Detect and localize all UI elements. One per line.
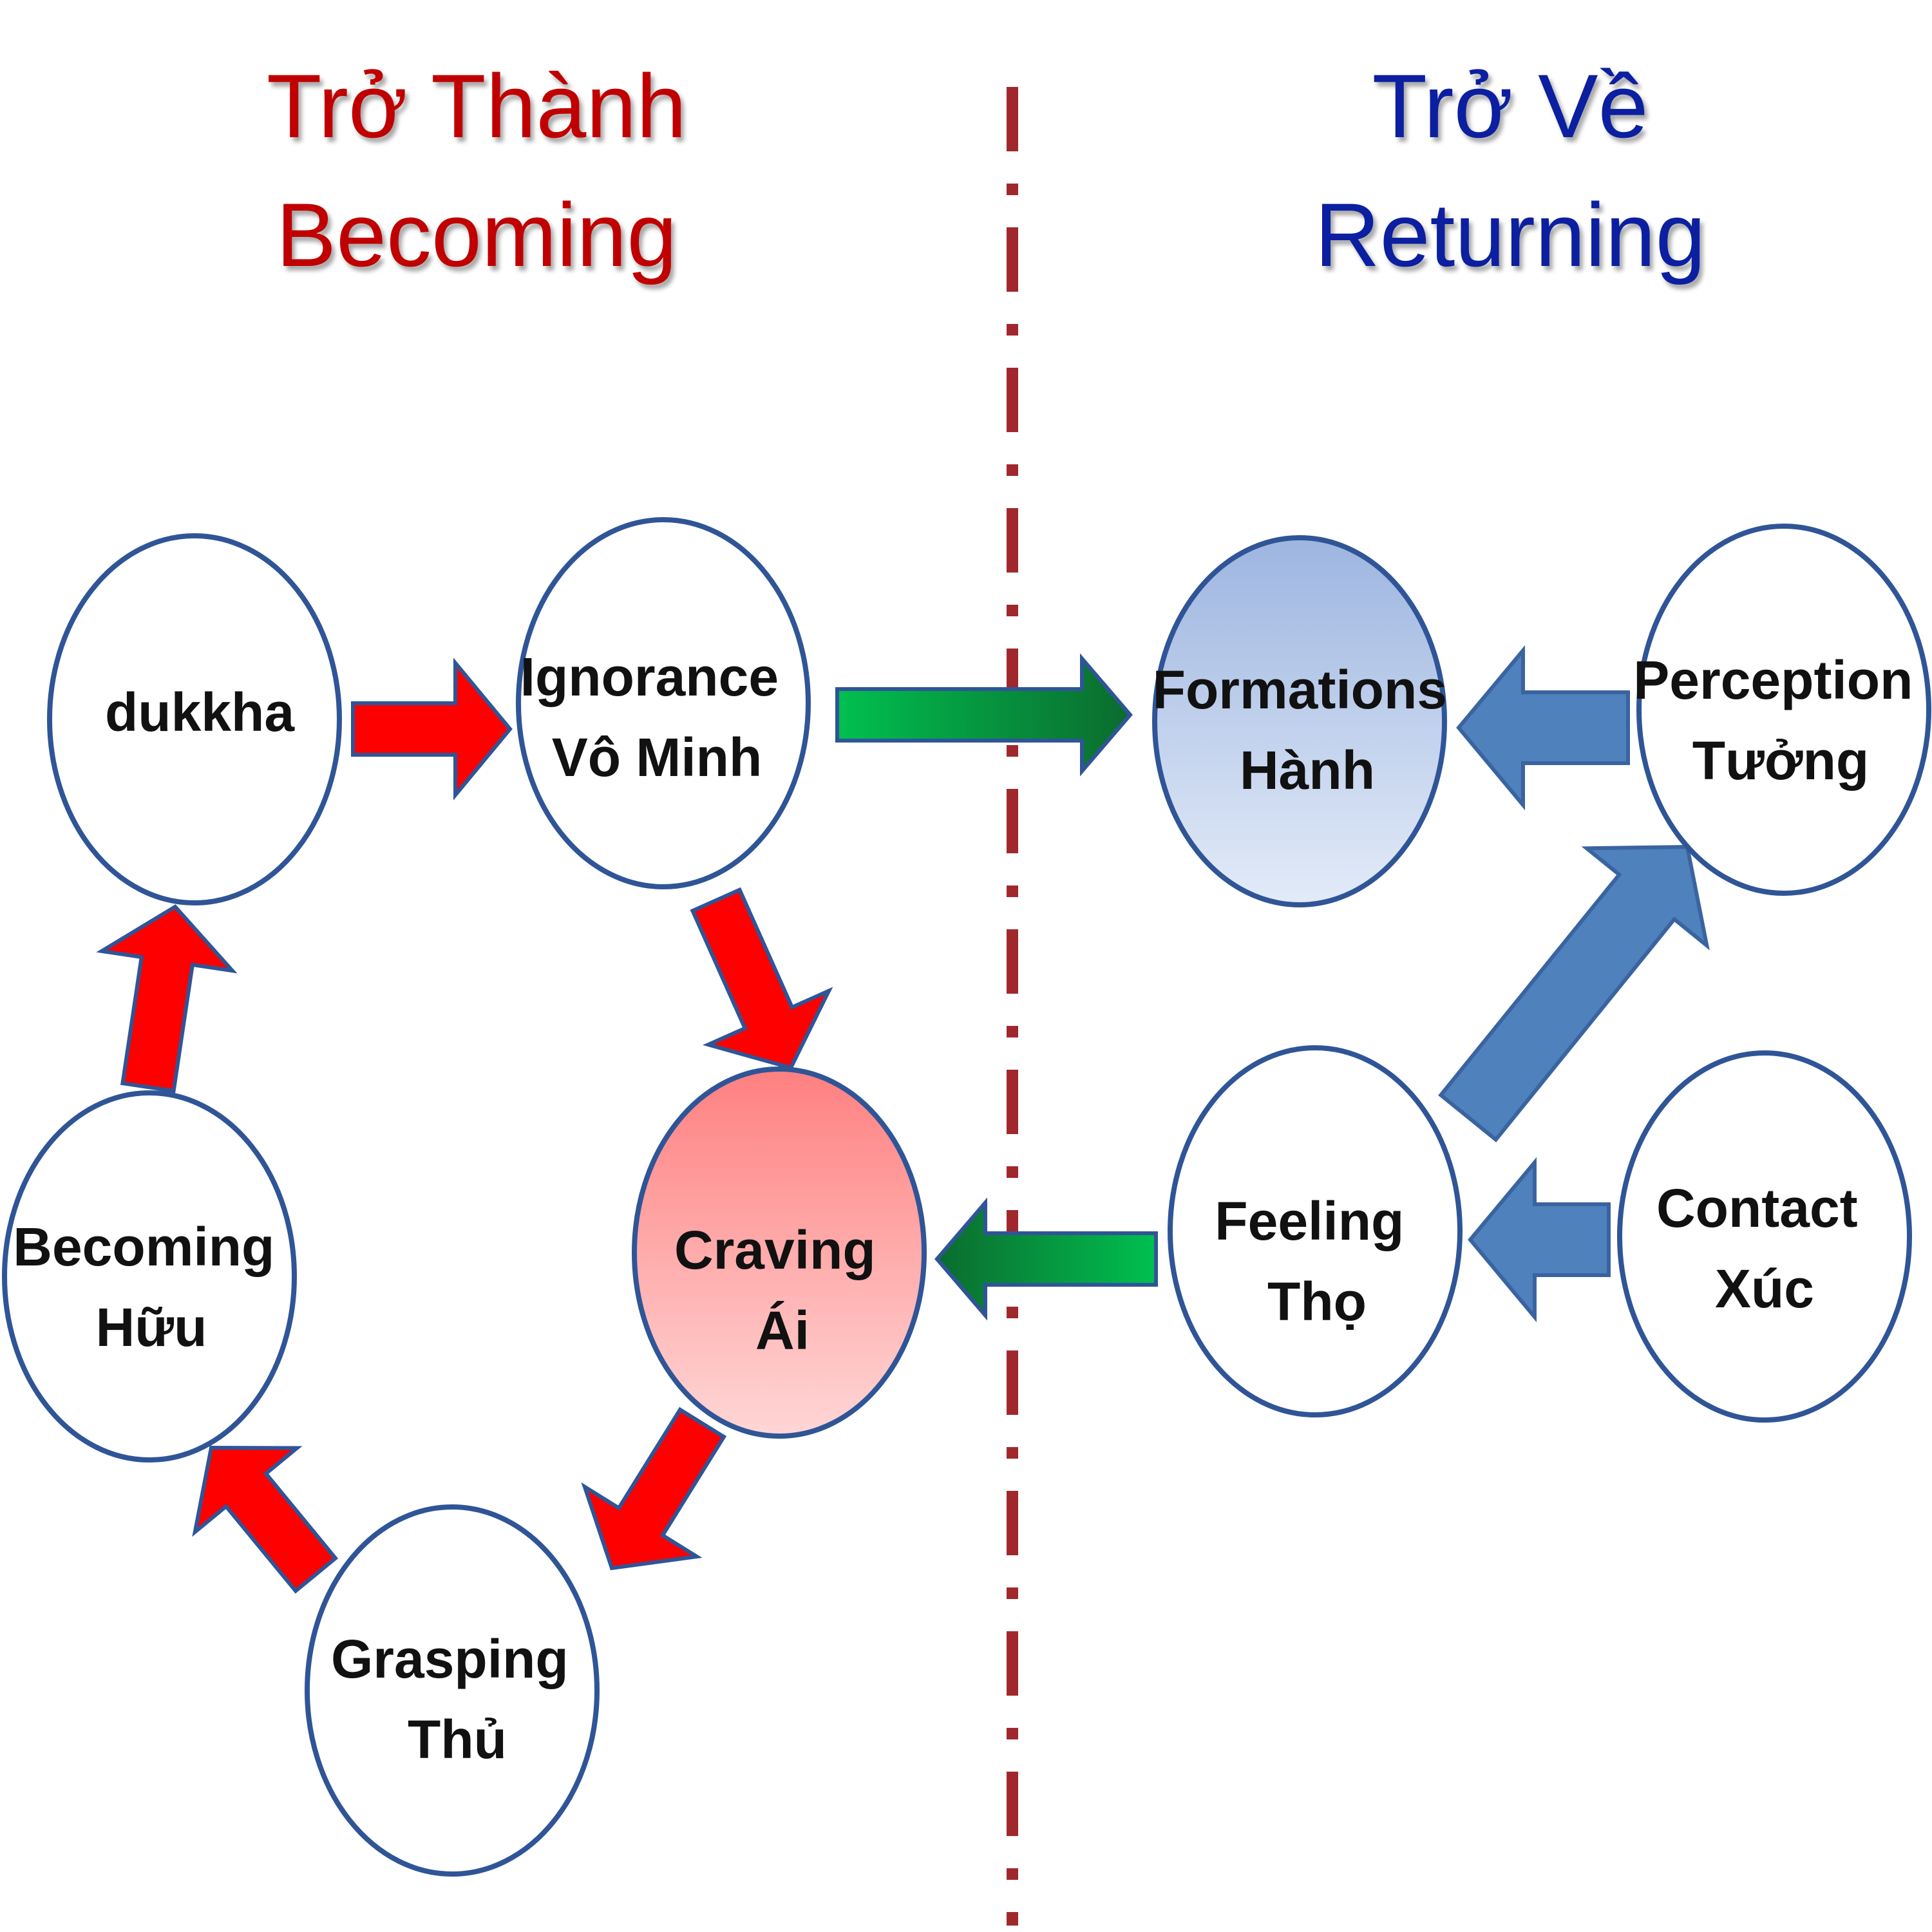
node-label: Feeling Thọ [1215, 1191, 1419, 1332]
arrow-grasping-to-becoming [192, 1445, 339, 1594]
node-shape [305, 1504, 600, 1877]
node-becoming: Becoming Hữu [2, 1090, 297, 1463]
arrow-becoming-to-dukkha [96, 904, 238, 1094]
node-label-line: Perception [1633, 650, 1913, 710]
node-label: Ignorance Vô Minh [520, 647, 794, 788]
node-label-line: Contact [1656, 1178, 1858, 1238]
node-perception: Perception Tưởng [1633, 524, 1931, 896]
node-grasping: Grasping Thủ [305, 1504, 600, 1877]
arrow-feeling-to-craving [934, 1197, 1158, 1321]
node-label-line: Xúc [1715, 1258, 1814, 1319]
node-label-line: Thọ [1267, 1271, 1367, 1332]
node-dukkha: dukkha [47, 533, 342, 905]
node-label-line: Tưởng [1692, 730, 1869, 791]
node-contact: Contact Xúc [1617, 1050, 1912, 1423]
node-label: Formations Hành [1153, 659, 1463, 800]
arrow-dukkha-to-ignorance [351, 658, 513, 800]
arrow-contact-to-feeling [1468, 1157, 1611, 1323]
node-label-line: Vô Minh [552, 727, 762, 788]
title-returning: Trở Về Returning [1220, 61, 1800, 280]
node-label: Contact Xúc [1656, 1178, 1873, 1319]
node-label-line: Hữu [96, 1297, 207, 1358]
node-shape [1152, 535, 1447, 907]
node-shape [632, 1066, 927, 1439]
node-label-line: Becoming [13, 1217, 274, 1277]
node-label-line: Formations [1153, 659, 1447, 720]
title-line: Returning [1314, 184, 1706, 285]
node-label-line: dukkha [105, 682, 295, 743]
arrow-craving-to-grasping [581, 1406, 727, 1571]
node-shape [1636, 524, 1931, 896]
node-label: Becoming Hữu [13, 1217, 289, 1358]
node-label-line: Thủ [408, 1709, 507, 1770]
arrow-ignorance-to-formations [835, 653, 1133, 777]
title-line: Trở Thành [266, 55, 687, 156]
node-label: Perception Tưởng [1633, 650, 1927, 791]
node-label-line: Hành [1240, 740, 1375, 800]
title-becoming: Trở Thành Becoming [187, 61, 766, 280]
arrow-feeling-to-perception [1438, 844, 1710, 1142]
node-label-line: Grasping [331, 1629, 569, 1689]
title-line: Becoming [276, 184, 677, 285]
node-craving: Craving Ái [632, 1066, 927, 1439]
node-formations: Formations Hành [1152, 535, 1463, 907]
node-feeling: Feeling Thọ [1168, 1045, 1463, 1417]
node-label: Craving Ái [674, 1220, 891, 1361]
node-label-line: Ái [755, 1300, 810, 1361]
node-shape [1617, 1050, 1912, 1423]
node-shape [47, 533, 342, 905]
node-ignorance: Ignorance Vô Minh [516, 517, 811, 889]
arrow-perception-to-formations [1456, 645, 1630, 811]
title-line: Trở Về [1372, 55, 1649, 156]
node-shape [1168, 1045, 1463, 1417]
arrow-ignorance-to-craving [690, 887, 833, 1070]
node-label: Grasping Thủ [331, 1629, 583, 1770]
node-shape [2, 1090, 297, 1463]
node-label-line: Craving [674, 1220, 876, 1280]
arrows-layer [96, 645, 1710, 1594]
node-shape [516, 517, 811, 889]
node-label-line: Ignorance [520, 647, 779, 707]
node-label-line: Feeling [1215, 1191, 1404, 1251]
